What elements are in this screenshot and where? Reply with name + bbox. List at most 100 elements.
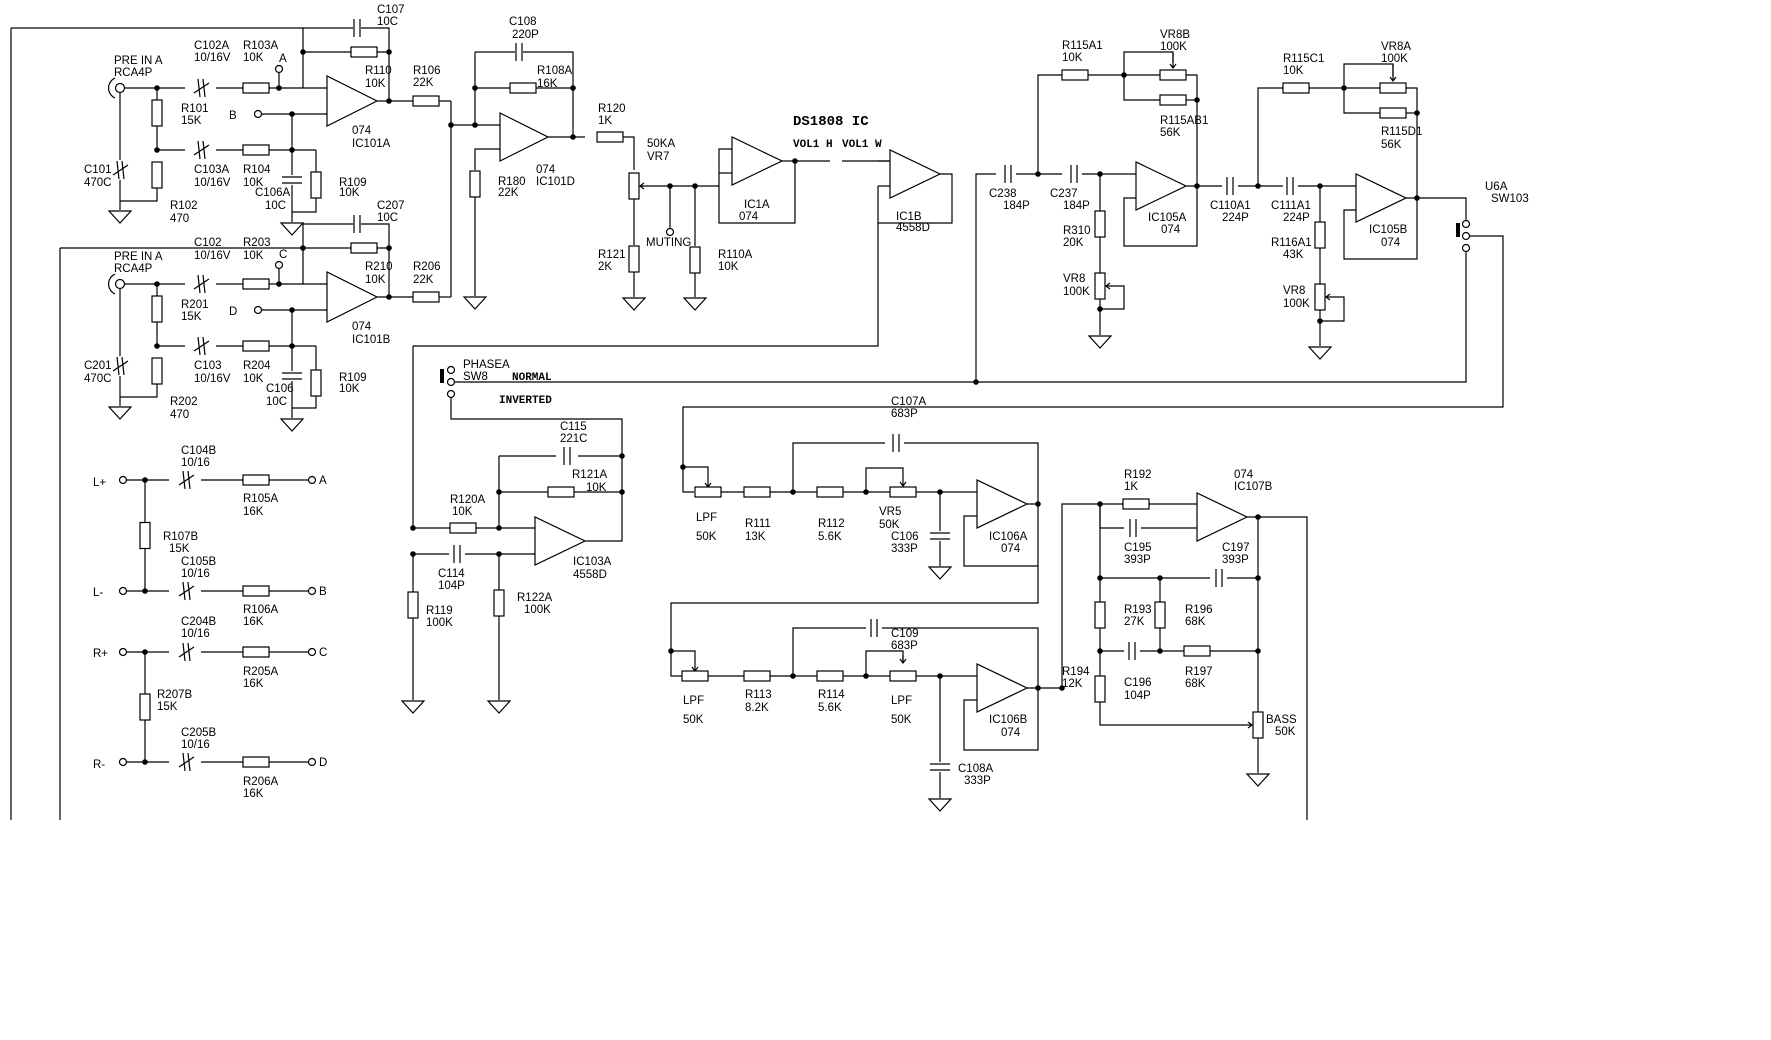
label-r110a: R110A (718, 249, 753, 261)
resistor (242, 278, 270, 290)
wire (792, 627, 866, 676)
label-rminus: R- (93, 759, 105, 771)
label-r112: R112 (818, 518, 845, 530)
wire (682, 235, 1504, 467)
resistor (469, 170, 481, 198)
label-r116a1-v: 43K (1283, 249, 1304, 261)
label-r115a1-v: 10K (1062, 52, 1083, 64)
label-lpf2: LPF (683, 695, 704, 707)
terminal (665, 227, 675, 237)
label-c107-v: 10C (377, 16, 398, 28)
wire (1186, 74, 1198, 100)
junction-dot (386, 49, 392, 55)
junction-dot (1035, 501, 1041, 507)
wire (683, 466, 709, 479)
resistor (628, 245, 640, 273)
label-r120a: R120A (450, 494, 485, 506)
label-r204-v: 10K (243, 373, 264, 385)
resistor (1282, 82, 1310, 94)
resistor (242, 585, 270, 597)
label-r112-v: 5.6K (818, 531, 842, 543)
pot-wiper (691, 663, 699, 672)
label-r120a-v: 10K (452, 506, 473, 518)
electrolytic-plate (187, 470, 191, 490)
wire (1343, 198, 1418, 260)
terminal (118, 757, 128, 767)
label-bass: BASS (1266, 714, 1297, 726)
junction-dot (1097, 648, 1103, 654)
label-ic107b-t: 074 (1234, 469, 1254, 481)
label-r111-v: 13K (745, 531, 766, 543)
label-c104b-v: 10/16 (181, 457, 210, 469)
label-r109-2v: 10K (339, 383, 360, 395)
pot-wiper (899, 655, 907, 664)
switch-bar (440, 369, 444, 383)
terminal (274, 64, 284, 74)
label-vr8-1v: 100K (1063, 286, 1090, 298)
label-r205a: R205A (243, 666, 278, 678)
electrolytic-plate (197, 336, 201, 356)
label-r192-v: 1K (1124, 481, 1138, 493)
label-c238: C238 (989, 188, 1017, 200)
label-c110a1: C110A1 (1210, 200, 1251, 212)
label-out-b: B (319, 586, 327, 598)
label-c107a-v: 683P (891, 408, 918, 420)
label-c102: C102 (194, 237, 222, 249)
terminal (118, 475, 128, 485)
junction-dot (863, 673, 869, 679)
label-r104-v: 10K (243, 177, 264, 189)
wire (377, 27, 390, 52)
opamp (326, 271, 379, 323)
junction-dot (1059, 685, 1065, 691)
junction-dot (289, 343, 295, 349)
junction-dot (142, 588, 148, 594)
label-r122a-v: 100K (524, 604, 551, 616)
label-c114-v: 104P (438, 580, 465, 592)
label-c196: C196 (1124, 677, 1152, 689)
capacitor-gap (515, 43, 523, 61)
label-vr8-1: VR8 (1063, 273, 1085, 285)
label-vr7-v: 50KA (647, 138, 675, 150)
junction-dot (154, 281, 160, 287)
ground-symbol (462, 296, 488, 310)
resistor (310, 369, 322, 397)
label-r108a-v: 16K (537, 78, 558, 90)
label-r194-v: 12K (1062, 678, 1083, 690)
capacitor-gap (282, 176, 302, 184)
resistor (449, 522, 477, 534)
electrolytic-plate (202, 140, 206, 160)
label-sw103: SW103 (1491, 193, 1529, 205)
label-c201-v: 470C (84, 373, 112, 385)
ground-symbol (279, 418, 305, 432)
capacitor-gap (1070, 165, 1078, 183)
junctions (142, 49, 1420, 765)
pot-wiper (1169, 52, 1177, 69)
label-rca4p-2: RCA4P (114, 263, 153, 275)
ground-symbol (279, 222, 305, 236)
terminal (253, 305, 263, 315)
label-c102a-v: 10/16V (194, 52, 231, 64)
label-inverted: INVERTED (499, 395, 552, 407)
wire (292, 396, 317, 409)
label-c105b-v: 10/16 (181, 568, 210, 580)
terminal (307, 475, 317, 485)
capacitor-gap (870, 619, 878, 637)
opamp (731, 136, 784, 186)
pot-wiper (639, 182, 648, 190)
wire (904, 442, 1039, 504)
label-r204: R204 (243, 360, 271, 372)
resistor (628, 172, 640, 200)
resistor (139, 521, 151, 550)
junction-dot (937, 489, 943, 495)
opamp (1135, 161, 1188, 211)
capacitor-gap (1226, 177, 1234, 195)
resistor (242, 756, 270, 768)
label-r115d1: R115D1 (1381, 126, 1422, 138)
terminal (446, 389, 456, 399)
electrolytic-slash (178, 585, 195, 597)
label-lpf3: LPF (891, 695, 912, 707)
wire (1037, 74, 1062, 174)
resistor (816, 670, 844, 682)
label-r196: R196 (1185, 604, 1213, 616)
label-ic106a-t: 074 (1001, 543, 1021, 555)
